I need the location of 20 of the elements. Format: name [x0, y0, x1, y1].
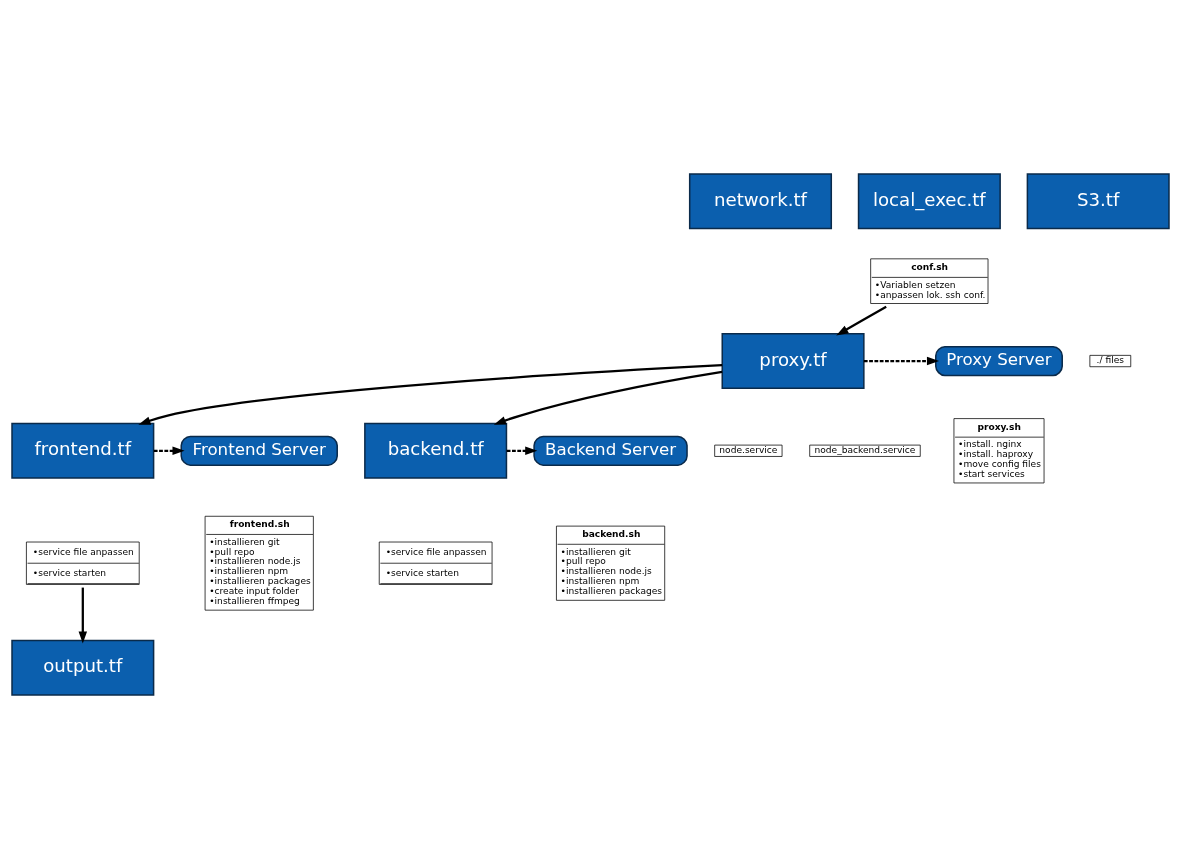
- node-box: frontend.tf: [11, 422, 155, 479]
- arrow: [863, 356, 940, 365]
- arrow: [506, 446, 538, 455]
- label: ./ files: [1096, 354, 1124, 365]
- node-box: Backend Server: [533, 435, 688, 466]
- node-box: S3.tf: [1026, 172, 1170, 229]
- node-box: output.tf: [11, 639, 155, 696]
- arrow: [138, 363, 723, 425]
- node-box: backend.tf: [364, 422, 508, 479]
- node-box: Proxy Server: [935, 345, 1063, 376]
- node-box: Frontend Server: [180, 435, 338, 466]
- node-box: local_exec.tf: [857, 172, 1001, 229]
- node-box: proxy.tf: [721, 332, 865, 389]
- arrow: [493, 370, 723, 425]
- label: node_backend.service: [814, 444, 916, 455]
- arrow: [836, 305, 887, 335]
- node-box: network.tf: [688, 172, 833, 229]
- label: node.service: [719, 444, 778, 455]
- arrow: [153, 446, 185, 455]
- arrow: [78, 587, 88, 644]
